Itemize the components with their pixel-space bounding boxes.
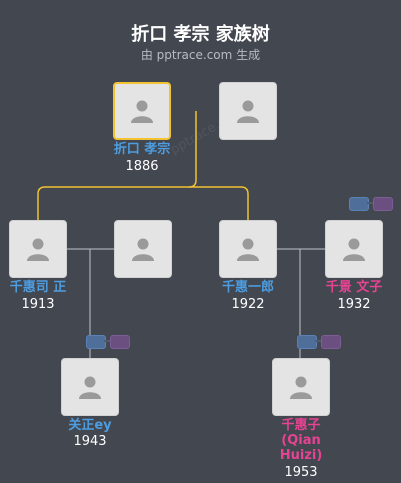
glasses-icon — [86, 334, 130, 350]
person-silhouette-icon — [343, 238, 365, 261]
person-name-1932: 千景 文子 — [325, 280, 383, 295]
root-descent-line — [37, 111, 197, 220]
person-name-1953-line1: 千惠子 — [281, 418, 321, 433]
person-name-1953-line2: (Qian — [281, 433, 321, 448]
person-card-spouse-root[interactable] — [219, 82, 277, 140]
person-name-1886: 折口 孝宗 — [113, 142, 171, 157]
person-year-1913: 1913 — [21, 297, 55, 312]
glasses-icon — [297, 334, 341, 350]
person-silhouette-icon — [27, 238, 49, 261]
person-silhouette-icon — [132, 238, 154, 261]
person-card-1943[interactable] — [61, 358, 119, 416]
person-name-1943: 关正ey — [68, 418, 112, 433]
person-card-1932[interactable] — [325, 220, 383, 278]
person-card-1886[interactable] — [113, 82, 171, 140]
person-name-1913: 千惠司 正 — [9, 280, 67, 295]
person-card-spouse-1913[interactable] — [114, 220, 172, 278]
root-connectors — [37, 111, 249, 220]
person-card-1913[interactable] — [9, 220, 67, 278]
person-year-1943: 1943 — [73, 434, 107, 449]
root-descent-line-right — [189, 186, 249, 220]
glasses-icon — [349, 196, 393, 212]
person-silhouette-icon — [79, 376, 101, 399]
person-card-1922[interactable] — [219, 220, 277, 278]
person-silhouette-icon — [237, 238, 259, 261]
person-silhouette-icon — [131, 100, 153, 123]
person-year-1953: 1953 — [284, 465, 318, 480]
page-title: 折口 孝宗 家族树 — [131, 24, 270, 45]
page-subtitle: 由 pptrace.com 生成 — [140, 48, 261, 62]
person-year-1922: 1922 — [231, 297, 265, 312]
person-year-1886: 1886 — [125, 159, 159, 174]
person-name-1922: 千惠一郎 — [221, 280, 274, 295]
person-silhouette-icon — [290, 376, 312, 399]
person-name-1953-line3: Huizi) — [279, 448, 323, 463]
person-year-1932: 1932 — [337, 297, 371, 312]
person-silhouette-icon — [237, 100, 259, 123]
person-card-1953[interactable] — [272, 358, 330, 416]
